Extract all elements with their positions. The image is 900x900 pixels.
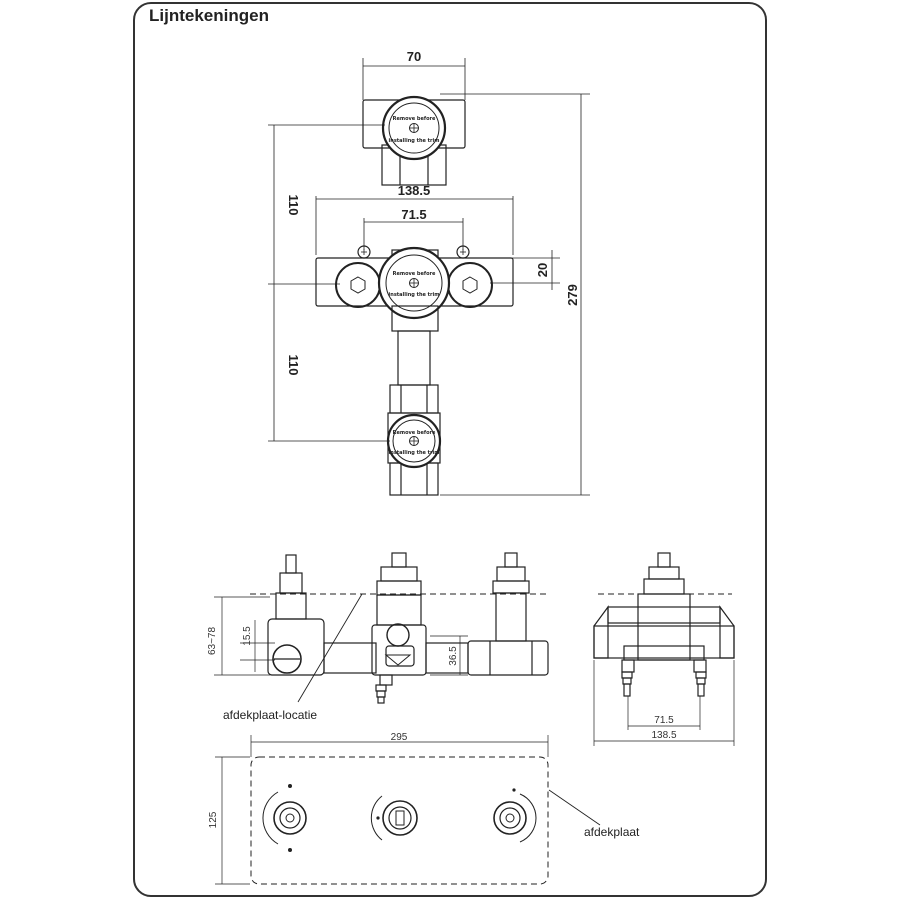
end-dim-outer-label: 138.5 [651,730,676,741]
dim-offset-label: 20 [535,263,550,277]
cap-text-2: installing the trim [389,450,440,456]
cover-location-label: afdekplaat-locatie [223,708,317,722]
plate-dim-width-label: 295 [391,732,408,743]
dim-range-label: 63~78 [207,627,218,656]
connecting-pipe [397,330,431,386]
cap-text-1: Remove before [393,271,436,277]
cap-text-1: Remove before [393,116,436,122]
drawing-frame [133,2,767,897]
side-view: 63~78 15.5 36.5 afdekplaat-locatie [207,552,549,722]
dim-width-top-label: 70 [407,49,421,64]
bottom-valve: Remove before installing the trim [386,384,442,496]
plate-view: 295 125 afdekplaat [208,732,640,885]
dim-width-body-label: 138.5 [398,183,431,198]
dim-height-label: 36.5 [448,646,459,666]
cap-text-2: installing the trim [389,138,440,144]
dim-height-total: 279 [440,93,590,496]
dim-height-lower-label: 110 [286,355,301,376]
top-valve: Remove before installing the trim [362,95,466,186]
dim-width-inner: 71.5 [363,207,464,250]
end-view: 71.5 138.5 [593,552,735,746]
dim-width-inner-label: 71.5 [401,207,426,222]
cap-text-2: installing the trim [389,292,440,298]
plate-dim-height-label: 125 [208,811,219,828]
end-dim-inner-label: 71.5 [654,715,674,726]
dim-offset: 20 [490,250,560,290]
dim-width-body: 138.5 [315,183,514,255]
main-body: Remove before installing the trim [315,245,514,332]
cap-text-1: Remove before [393,430,436,436]
top-view: 70 Remove before installing the trim 138… [268,49,590,496]
dim-height-sections: 110 110 [268,124,390,442]
cover-label: afdekplaat [584,825,640,839]
page-title: Lijntekeningen [149,6,269,25]
dim-depth-label: 15.5 [242,626,253,646]
dim-height-total-label: 279 [565,284,580,306]
dim-width-top: 70 [362,49,466,100]
dim-height-upper-label: 110 [286,195,301,216]
